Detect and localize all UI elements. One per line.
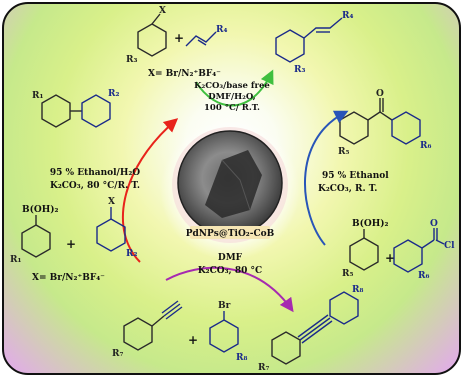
sonogashira-r8: R₈ [236,353,247,363]
sonogashira-triple-3 [161,300,179,314]
suzuki-boronic-reactant: B(OH)₂ R₁ [10,204,58,265]
suzuki-arrow [121,118,179,263]
acyl-arrow [304,110,349,246]
acyl-reaction: O R₅ R₆ 95 % Ethanol K₂CO₃, R. T. B(OH)₂… [304,89,455,281]
acyl-chloride-o: O [430,219,438,229]
acyl-chloride-r6: R₆ [418,271,429,281]
sonogashira-product-r8: R₈ [352,285,363,295]
tem-facet [221,159,251,211]
acyl-product-ring-b [391,111,421,145]
acyl-chloride-reactant: O Cl R₆ [393,219,455,281]
sonogashira-condition-1: DMF [218,253,243,263]
sonogashira-arrow [165,266,294,313]
sonogashira-product-triple-2 [301,320,333,344]
sonogashira-triple-1 [163,303,181,317]
sonogashira-br: Br [218,301,231,311]
acyl-chloride-ccl [435,239,445,245]
suzuki-condition-1: 95 % Ethanol/H₂O [50,168,140,178]
sonogashira-product-triple-3 [297,314,329,338]
sonogashira-alkyne-reactant: R₇ [112,300,183,359]
heck-product-r4: R₄ [342,11,353,21]
acyl-product-bond-a [367,111,381,121]
sonogashira-bromide-reactant: Br R₈ [209,301,247,363]
suzuki-product-ring-b [81,94,111,128]
suzuki-halide-ring [96,218,126,252]
heck-condition-2: DMF/H₂O, [208,92,256,102]
acyl-condition-1: 95 % Ethanol [322,171,389,181]
sonogashira-product-triple-1 [299,317,331,341]
heck-product-ring [275,29,305,63]
catalyst-label-bg [190,226,270,239]
suzuki-product-ring-a [41,94,71,128]
acyl-boronic-ring [349,237,379,271]
sonogashira-alkyne-bond [151,315,165,327]
tem-particle [205,150,262,218]
heck-arrow [195,69,274,107]
sonogashira-reaction: DMF K₂CO₃, 80 °C R₇ + Br R₈ [112,253,363,373]
heck-product-vinyl [303,17,343,39]
sonogashira-product-ring-b [329,291,359,325]
sonogashira-product-ring-a [271,331,301,365]
suzuki-product: R₁ R₂ [32,89,119,128]
heck-r3-label: R₃ [126,55,137,65]
acyl-product-bond-b [379,111,393,121]
heck-plus: + [174,31,184,45]
heck-product: R₄ R₃ [275,11,353,75]
acyl-plus: + [385,251,395,265]
suzuki-boronic-ring [21,224,51,258]
suzuki-x-definition: X= Br/N₂⁺BF₄⁻ [32,273,105,283]
sonogashira-triple-2 [165,306,183,320]
acyl-boronic-r5: R₅ [342,269,353,279]
suzuki-halide-reactant: X R₂ [96,197,137,259]
sonogashira-bromide-ring [209,319,239,353]
heck-alkene-chain [185,31,217,47]
heck-product-r3: R₃ [294,65,305,75]
suzuki-product-r2: R₂ [108,89,119,99]
suzuki-halide-r2: R₂ [126,249,137,259]
sonogashira-r7: R₇ [112,349,123,359]
acyl-product-o: O [376,89,384,99]
suzuki-condition-2: K₂CO₃, 80 °C/R. T. [50,181,140,191]
acyl-boronic-label: B(OH)₂ [352,218,388,229]
heck-reaction: X R₃ + R₄ X= Br/N₂⁺BF₄⁻ K₂CO₃/base free … [126,6,353,113]
suzuki-product-r1: R₁ [32,91,43,101]
heck-condition-1: K₂CO₃/base free [194,81,270,91]
catalyst-label: PdNPs@TiO₂-CoB [186,229,275,239]
acyl-condition-2: K₂CO₃, R. T. [318,184,377,194]
acyl-product: O R₅ R₆ [338,89,431,157]
heck-condition-3: 100 °C/ R.T. [204,103,260,113]
suzuki-x-label: X [108,197,115,207]
sonogashira-product-r7: R₇ [258,363,269,373]
heck-x-bond [151,13,161,25]
sonogashira-product: R₈ R₇ [258,285,363,373]
heck-x-label: X [159,6,166,16]
suzuki-boronic-label: B(OH)₂ [22,204,58,215]
acyl-chloride-bond [421,239,435,249]
suzuki-plus: + [66,237,76,251]
heck-x-definition: X= Br/N₂⁺BF₄⁻ [148,69,221,79]
sonogashira-condition-2: K₂CO₃, 80 °C [198,266,262,276]
sonogashira-plus: + [188,333,198,347]
sonogashira-alkyne-ring [123,317,153,351]
acyl-product-ring-a [339,111,369,145]
heck-alkene: R₄ [185,25,227,47]
heck-aryl-ring [137,23,167,57]
acyl-chloride-cl: Cl [444,241,455,251]
suzuki-reaction: R₁ R₂ 95 % Ethanol/H₂O K₂CO₃, 80 °C/R. T… [10,89,179,283]
acyl-product-r5: R₅ [338,147,349,157]
acyl-boronic-reactant: B(OH)₂ R₅ [342,218,388,279]
suzuki-boronic-r1: R₁ [10,255,21,265]
heck-alkene-double [197,39,207,46]
catalyst-center: PdNPs@TiO₂-CoB [160,120,300,260]
acyl-chloride-ring [393,239,423,273]
heck-aryl-reactant: X R₃ [126,6,167,65]
acyl-product-r6: R₆ [420,141,431,151]
heck-alkene-r4: R₄ [216,25,227,35]
